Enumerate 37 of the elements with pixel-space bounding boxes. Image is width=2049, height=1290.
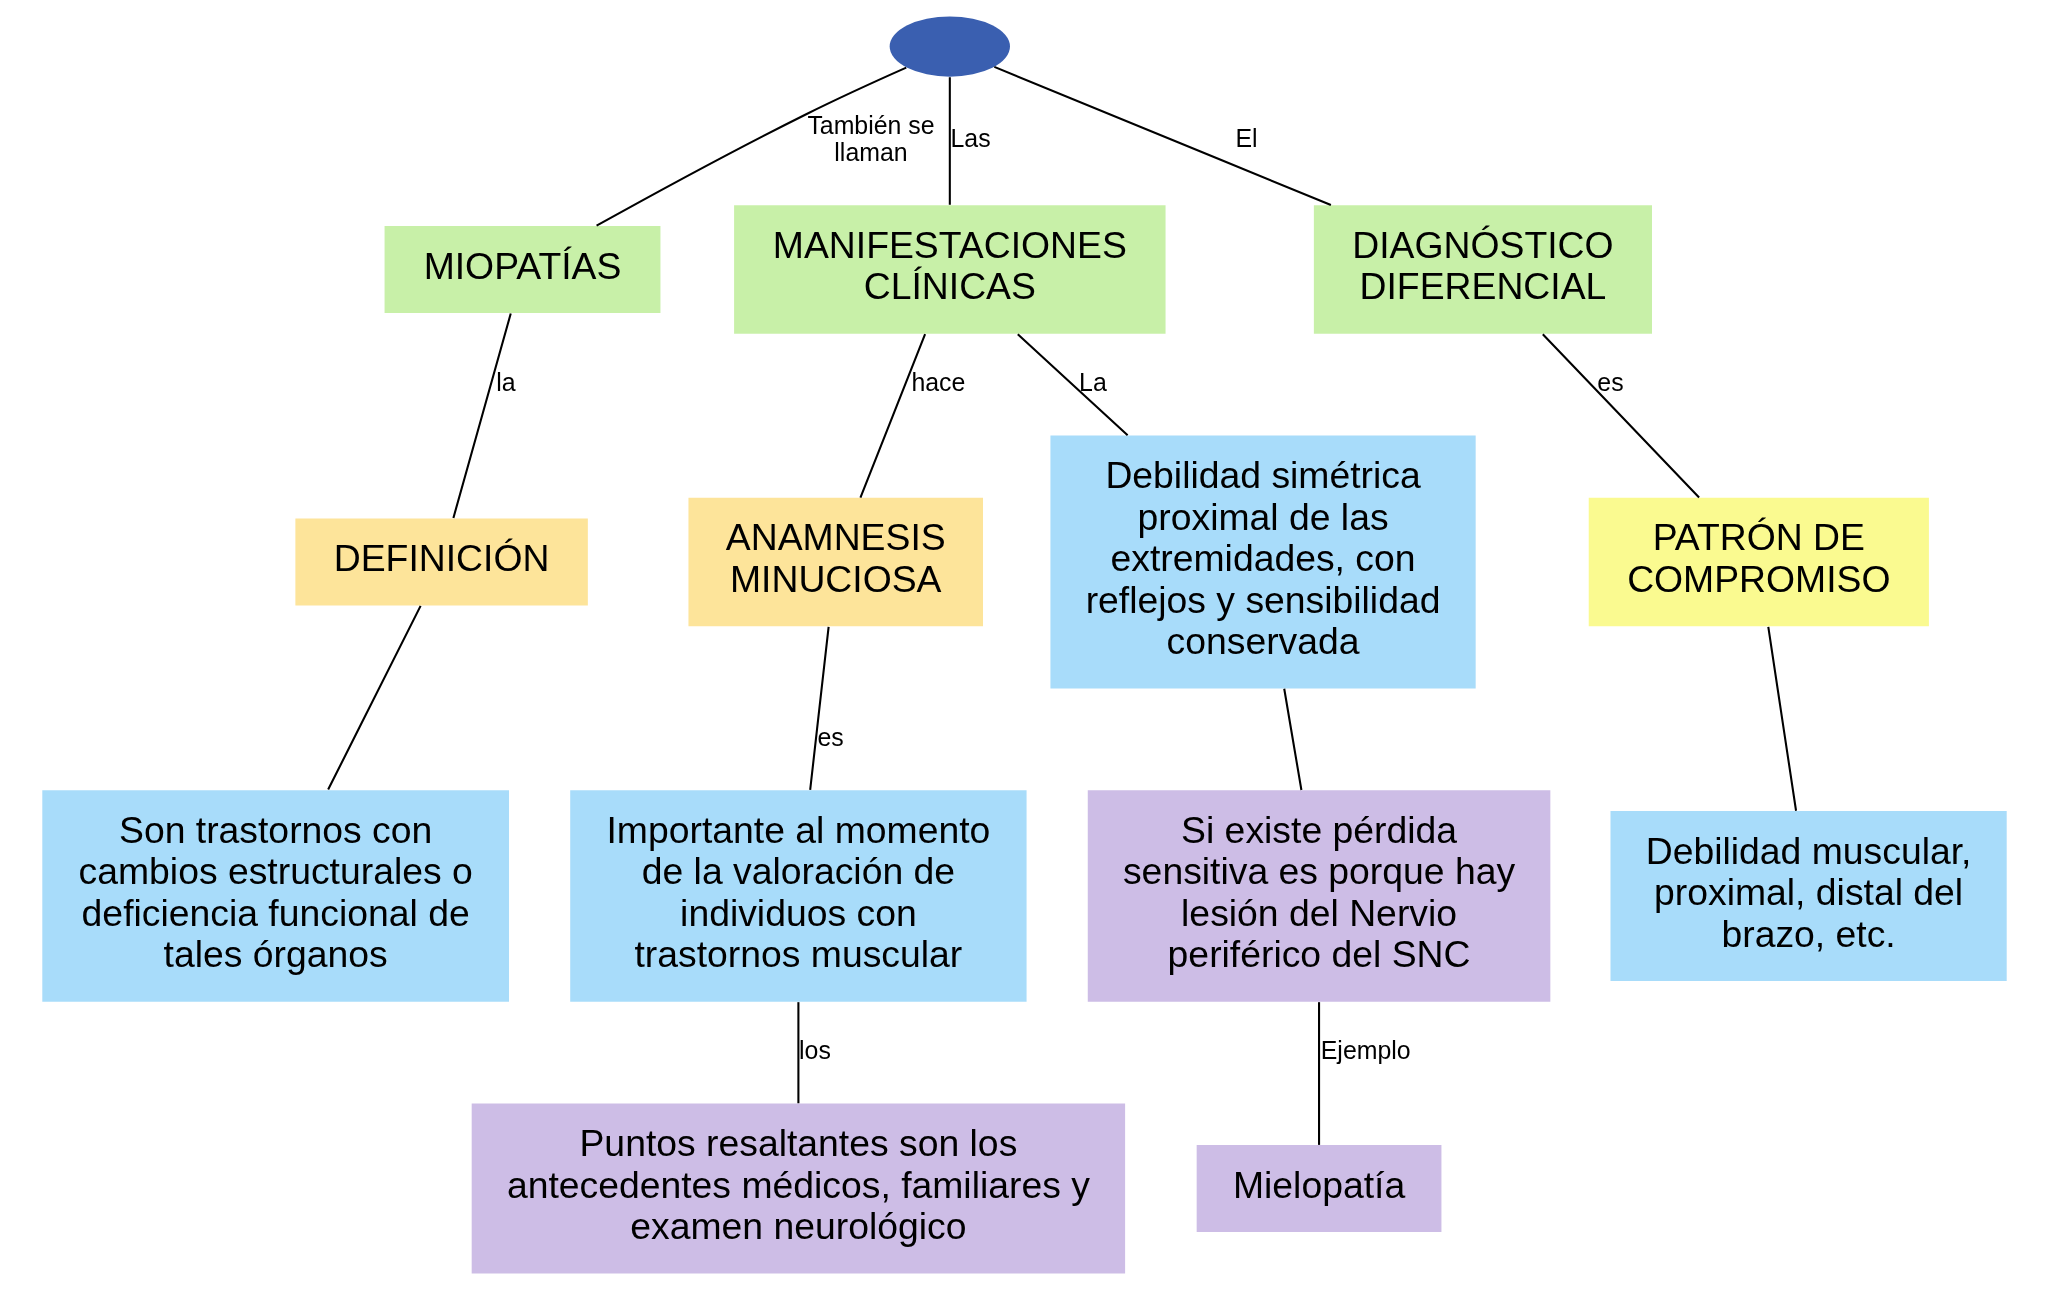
connector — [1017, 333, 1129, 437]
node-box: Importante al momento de la valoración de individuos con trastornos muscular — [570, 790, 1027, 1002]
node-box: DEFINICIÓN — [295, 518, 588, 606]
node-box: Debilidad simétrica proximal de las extremidades, con reflejos y sensibilidad conservada — [1050, 435, 1476, 689]
edge-label: Ejemplo — [1320, 1036, 1411, 1065]
connector — [596, 66, 907, 227]
connector — [809, 626, 830, 790]
node-circle — [889, 16, 1010, 77]
node-box: Puntos resaltantes son los antecedentes médicos, familiares y examen neurológico — [471, 1103, 1126, 1274]
edge-label: la — [496, 368, 516, 397]
connector — [1542, 333, 1700, 499]
node-box: PATRÓN DE COMPROMISO — [1588, 497, 1929, 627]
node-box: DIAGNÓSTICO DIFERENCIAL — [1313, 205, 1652, 334]
connector — [327, 605, 422, 791]
connector — [1318, 1002, 1321, 1145]
node-box: MANIFESTACIONES CLÍNICAS — [734, 205, 1166, 334]
node-box: Si existe pérdida sensitiva es porque hay lesión del Nervio periférico del SNC — [1087, 790, 1551, 1002]
edge-label: es — [817, 722, 844, 751]
connector — [993, 65, 1332, 206]
connector — [1283, 688, 1303, 791]
edge-label: hace — [911, 368, 966, 397]
connector — [452, 313, 512, 519]
edge-label: Las — [950, 124, 991, 153]
node-box: ANAMNESIS MINUCIOSA — [688, 497, 983, 627]
connector — [859, 333, 927, 498]
node-box: Debilidad muscular, proximal, distal del brazo, etc. — [1610, 810, 2007, 982]
connector — [1767, 626, 1798, 811]
edge-label: La — [1079, 368, 1107, 397]
node-box: Son trastornos con cambios estructurales o deficiencia funcional de tales órganos — [42, 790, 510, 1002]
connector — [948, 77, 951, 205]
node-box: Mielopatía — [1196, 1144, 1442, 1233]
edge-label: El — [1235, 124, 1258, 153]
edge-label: es — [1597, 368, 1624, 397]
edge-label: los — [799, 1036, 831, 1065]
edge-label: También se llaman — [807, 110, 935, 166]
connector — [797, 1002, 800, 1104]
node-box: MIOPATÍAS — [384, 226, 661, 314]
